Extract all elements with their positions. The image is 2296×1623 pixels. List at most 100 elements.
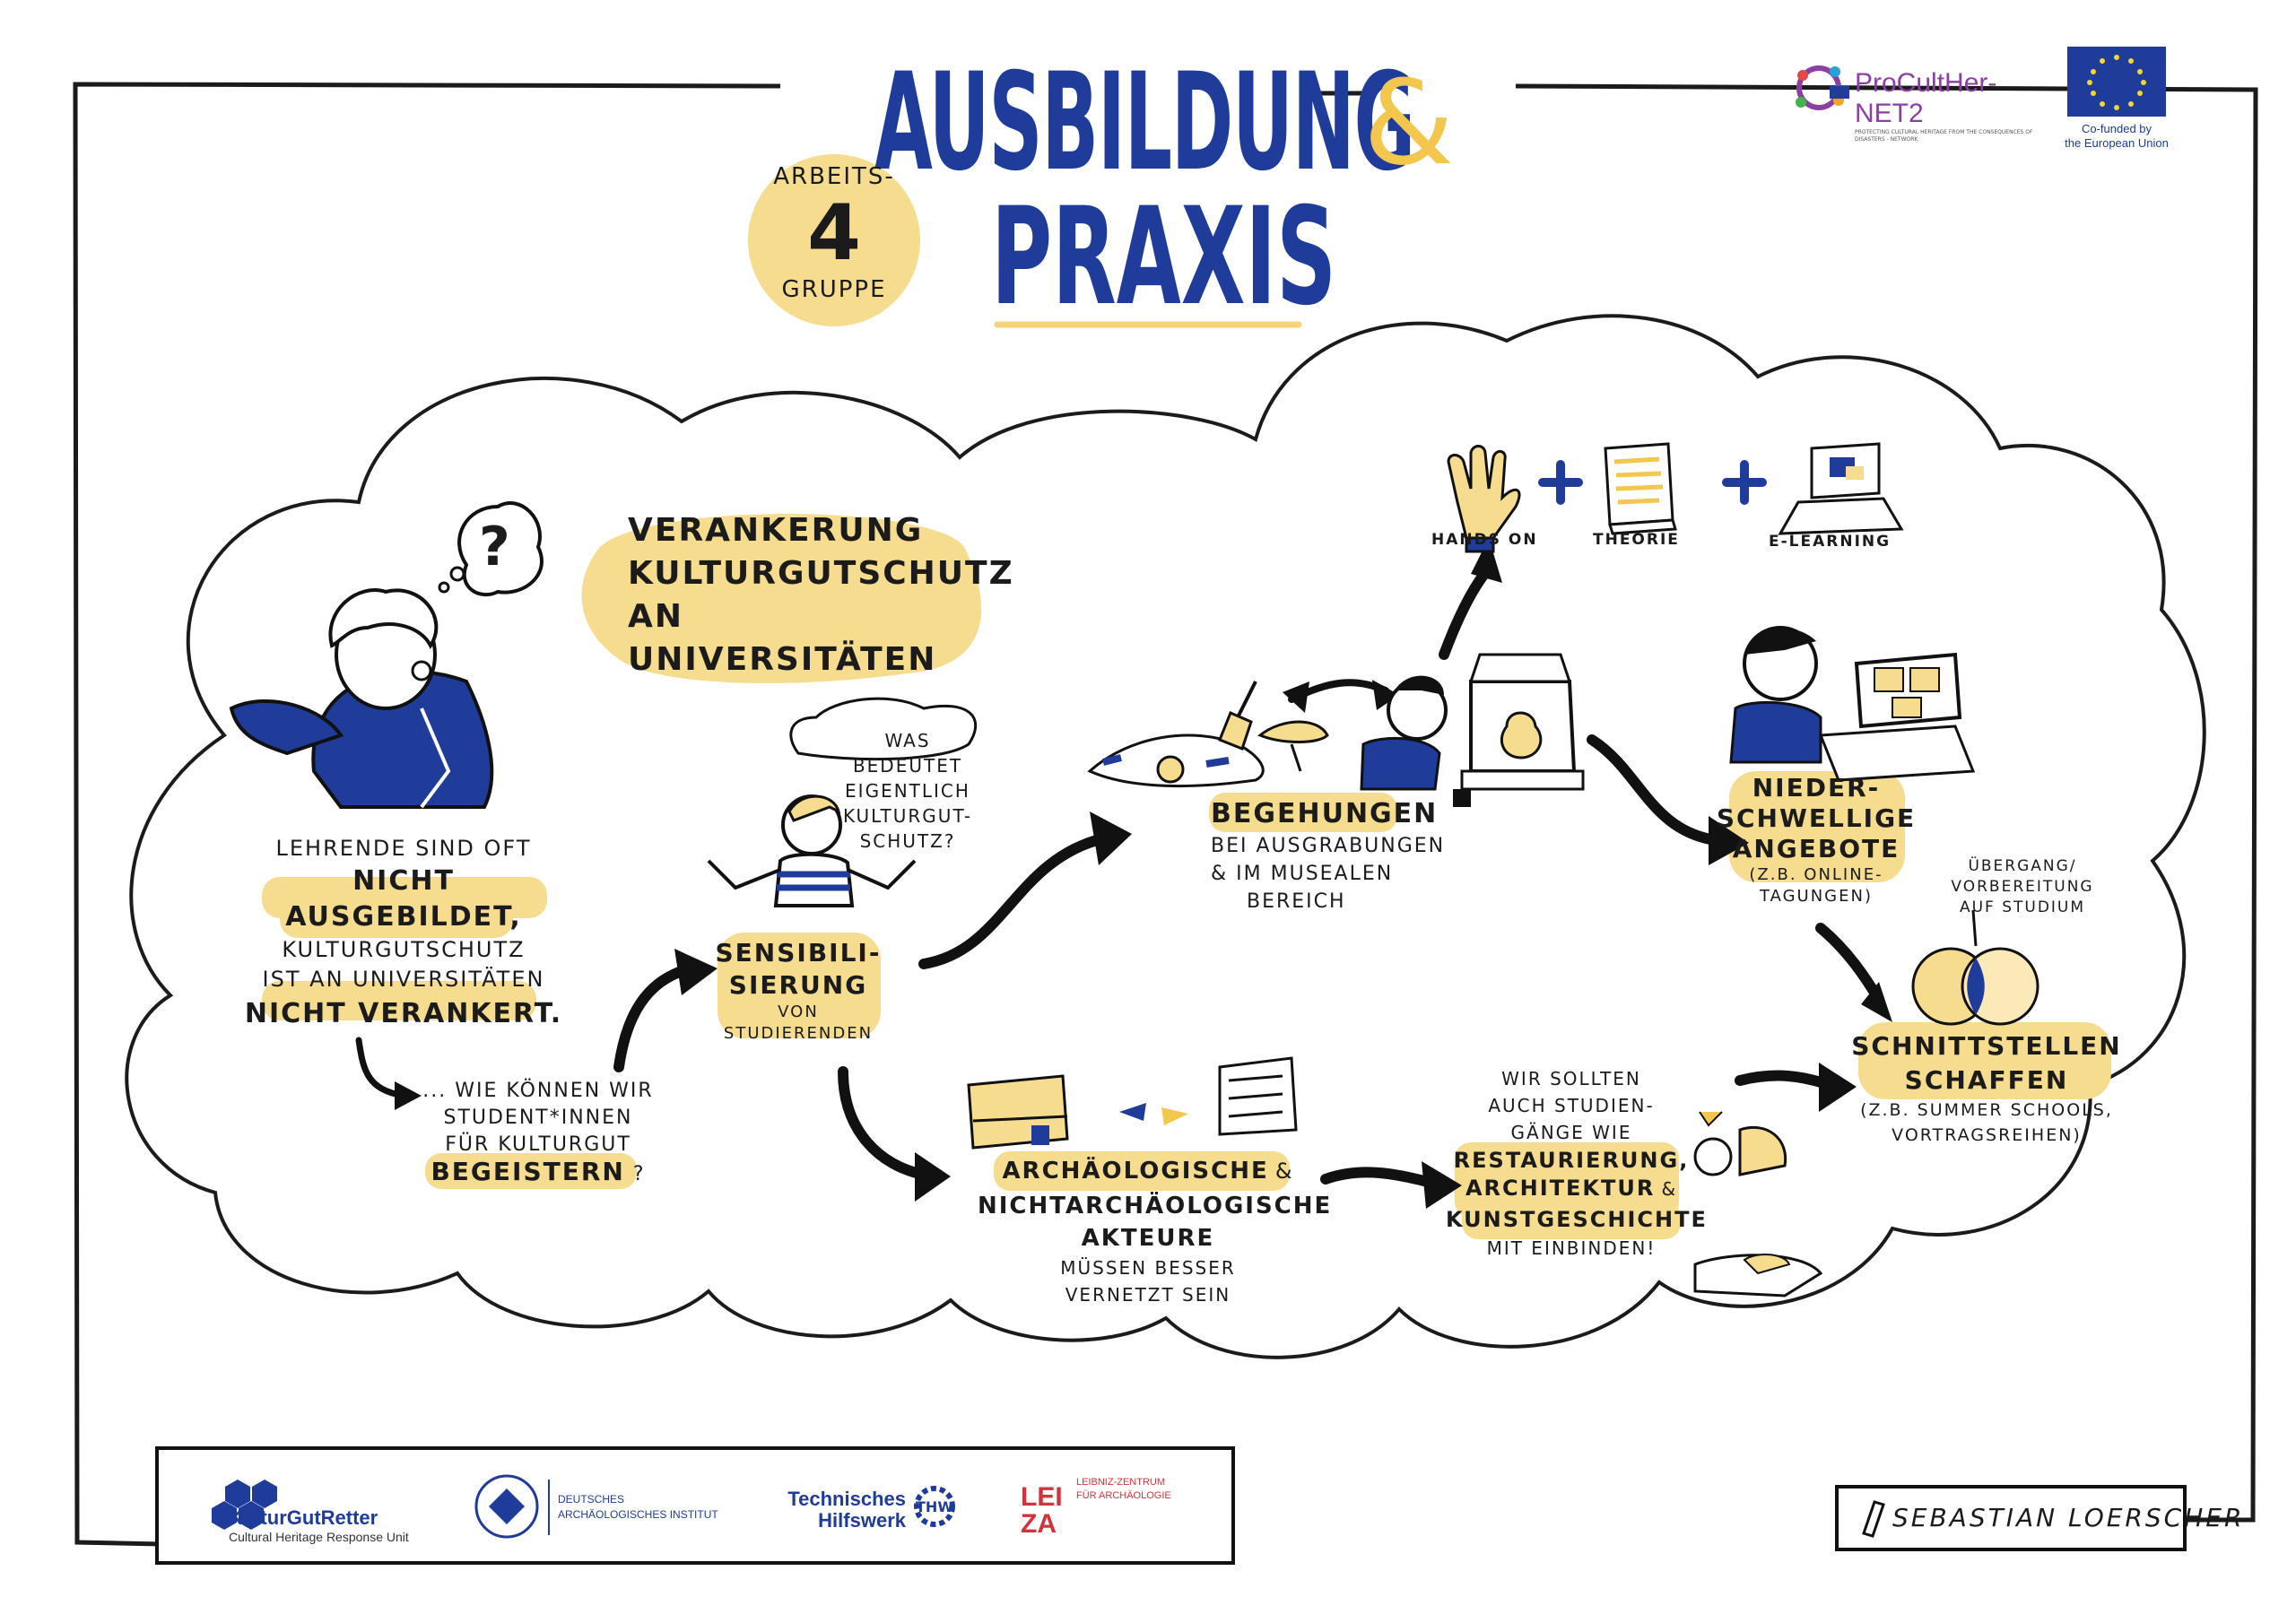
excavation-illustration [1087,681,1329,788]
lehrende-line-3: AUSGEBILDET, [285,901,522,933]
wie-begeistern-text: ... WIE KÖNNEN WIR STUDENT*INNEN FÜR KUL… [404,1078,673,1188]
online-learner-illustration [1729,626,1976,782]
sensibilisierung-line-4: STUDIERENDEN [723,1024,874,1043]
plus-signs [1538,460,1767,505]
niederschwellige-text: NIEDER- SCHWELLIGE ANGEBOTE (Z.B. ONLINE… [1709,773,1924,907]
arrow-to-niederschwellige [1587,734,1727,846]
studien-line-6: KUNSTGESCHICHTE [1446,1207,1708,1232]
akteure-line-5: VERNETZT SEIN [1065,1284,1231,1306]
schnittstellen-line-4: VORTRAGSREIHEN) [1892,1125,2082,1145]
title-ampersand: & [1363,55,1455,191]
akteure-line-2: NICHTARCHÄOLOGISCHE [978,1193,1333,1219]
page-frame [73,82,2258,1547]
group-badge: ARBEITS- 4 GRUPPE [748,154,920,326]
thw-line-2: Hilfswerk [818,1509,906,1532]
thw-gear-icon: THW [914,1486,955,1527]
student-illustration [707,697,978,907]
eu-caption-line-1: Co-funded by [2081,122,2152,135]
sensibilisierung-line-2: SIERUNG [728,970,868,1000]
speech-bubble-text: WAS BEDEUTET EIGENTLICH KULTURGUT- SCHUT… [827,728,988,854]
begehungen-text: BEGEHUNGEN BEI AUSGRABUNGEN & IM MUSEALE… [1211,796,1480,916]
studien-line-3: GÄNGE WIE [1510,1122,1632,1143]
thw-logo: Technisches Hilfswerk [753,1488,906,1532]
arrow-to-hands-on [1439,568,1490,660]
main-title: AUSBILDUNG & PRAXIS [874,56,1454,325]
begehungen-line-1: BEGEHUNGEN [1211,798,1439,829]
theory-notepad-icon [1604,442,1677,535]
kulturgutretter-logo-mark [212,1480,277,1530]
schnittstellen-line-1: SCHNITTSTELLEN [1851,1031,2122,1061]
akteure-line-1-amp: & [1274,1159,1294,1184]
eu-caption: Co-funded by the European Union [2054,122,2179,151]
arrow-lehrende-to-wie [355,1037,407,1099]
akteure-text: ARCHÄOLOGISCHE & NICHTARCHÄOLOGISCHE AKT… [978,1155,1333,1308]
flow-arrows [355,568,1884,1189]
title-line-2: PRAXIS [991,179,1337,335]
begehungen-line-4: BEREICH [1247,890,1346,913]
leiza-line-2: FÜR ARCHÄOLOGIE [1076,1490,1171,1501]
wie-line-3: FÜR KULTURGUT [445,1133,631,1156]
leiza-mark: LEIZA [1021,1482,1063,1539]
museum-visitor-illustration [1360,653,1585,807]
artist-signature: SEBASTIAN LOERSCHER [1892,1503,2245,1532]
kulturgutretter-logo: KulturGutRetter Cultural Heritage Respon… [229,1506,409,1544]
hands-on-glove-icon [1447,445,1521,553]
verankerung-line-3: AN UNIVERSITÄTEN [628,598,937,678]
studien-line-7: MIT EINBINDEN! [1486,1237,1657,1259]
uebergang-line-3: AUF STUDIUM [1959,898,2086,916]
schnittstellen-text: SCHNITTSTELLEN SCHAFFEN (Z.B. SUMMER SCH… [1848,1029,2126,1148]
dai-seal [474,1474,539,1539]
group-badge-bottom: GRUPPE [781,276,887,303]
studien-text: WIR SOLLTEN AUCH STUDIEN- GÄNGE WIE REST… [1446,1065,1708,1262]
lehrende-line-4: KULTURGUTSCHUTZ [282,937,526,962]
uebergang-text: ÜBERGANG/ VORBEREITUNG AUF STUDIUM [1933,856,2112,918]
niederschwellige-line-3: ANGEBOTE [1732,834,1900,864]
wie-line-4-mark: ? [632,1163,646,1185]
studien-line-5: ARCHITEKTUR [1465,1176,1656,1201]
kulturgutretter-sub: Cultural Heritage Response Unit [229,1530,409,1544]
dai-line-1: DEUTSCHES [558,1493,625,1506]
speech-line-1: WAS BEDEUTET [852,730,963,777]
arrow-akteure-to-studien [1320,1167,1440,1189]
leiza-logo: LEIBNIZ-ZENTRUM FÜR ARCHÄOLOGIE [1076,1476,1171,1503]
procultnet-tagline: PROTECTING CULTURAL HERITAGE FROM THE CO… [1855,129,2033,143]
begehungen-line-3: & IM MUSEALEN [1211,863,1394,885]
highlight-blobs [262,514,2111,1239]
pencil-icon [1862,1500,1885,1538]
lehrende-line-2: NICHT [352,865,455,897]
niederschwellige-line-1: NIEDER- [1752,773,1881,803]
uebergang-line-1: ÜBERGANG/ [1968,857,2077,875]
lehrende-line-6: NICHT VERANKERT. [244,998,563,1029]
svg-text:THW: THW [916,1498,953,1515]
professor-illustration [229,501,544,809]
group-badge-circle [748,154,920,326]
group-badge-number: 4 [807,188,861,278]
begehungen-line-2: BEI AUSGRABUNGEN [1211,835,1446,857]
buildings-illustration [967,1056,1298,1150]
laptop-icon [1778,442,1904,535]
studien-line-2: AUCH STUDIEN- [1488,1095,1655,1116]
sensibilisierung-text: SENSIBILI- SIERUNG VON STUDIERENDEN [709,937,888,1045]
footer-logo-box [155,1446,1235,1565]
wie-line-1: ... WIE KÖNNEN WIR [422,1080,654,1102]
akteure-line-1: ARCHÄOLOGISCHE [1002,1158,1269,1185]
leiza-line-1: LEIBNIZ-ZENTRUM [1076,1477,1165,1488]
sensibilisierung-line-3: VON [778,1002,819,1021]
speech-line-3: KULTURGUT- [842,805,973,827]
eu-caption-line-2: the European Union [2065,136,2169,150]
thw-line-1: Technisches [787,1488,906,1510]
wie-line-2: STUDENT*INNEN [443,1107,633,1129]
group-badge-top: ARBEITS- [773,163,895,190]
speech-line-2: EIGENTLICH [845,780,970,802]
arrow-to-begehungen [918,833,1109,969]
e-learning-label: E-LEARNING [1769,533,1892,551]
studien-line-1: WIR SOLLTEN [1501,1068,1641,1089]
question-mark: ? [479,516,510,578]
kulturgutretter-name: KulturGutRetter [229,1506,378,1529]
lehrende-text: LEHRENDE SIND OFT NICHT AUSGEBILDET, KUL… [242,834,565,1034]
students-drawing-illustration [1693,1111,1823,1298]
title-line-1: AUSBILDUNG [874,45,1415,201]
procultnet-name: ProCultHer-NET2 [1855,68,1997,128]
lehrende-line-5: IST AN UNIVERSITÄTEN [262,967,545,992]
